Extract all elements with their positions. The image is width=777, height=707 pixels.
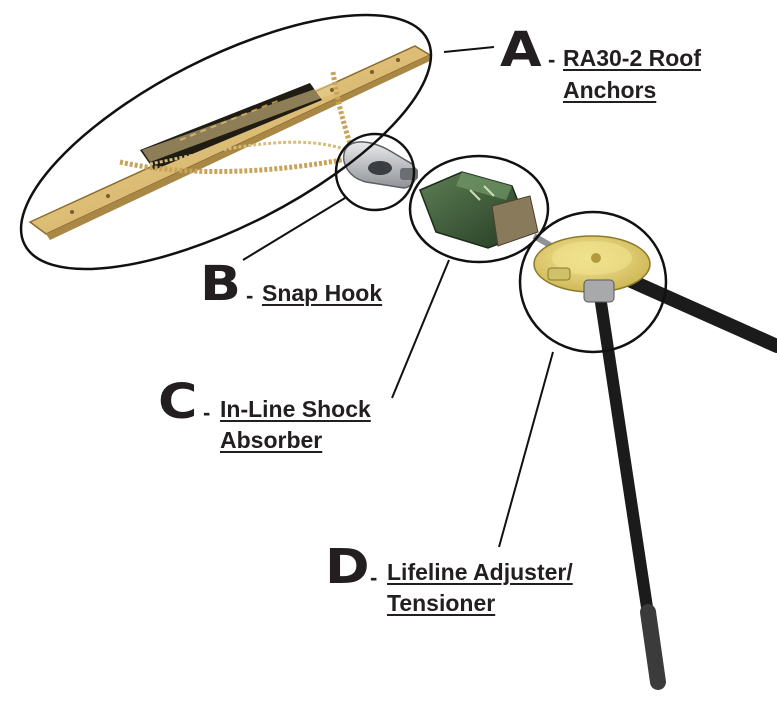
lifeline-right bbox=[613, 269, 777, 353]
leader-line-d bbox=[498, 351, 554, 548]
callout-sep-a: - bbox=[548, 47, 556, 72]
leader-line-b bbox=[242, 197, 346, 261]
leader-line-c bbox=[391, 259, 450, 399]
callout-label-c-line1: In-Line Shock bbox=[220, 396, 371, 422]
roof-anchor-strap bbox=[142, 82, 338, 162]
roof-anchor-plank bbox=[28, 45, 432, 235]
callout-label-c-line2: Absorber bbox=[220, 427, 323, 453]
callout-letter-d: D bbox=[325, 539, 370, 595]
callout-label-a-line1: RA30-2 Roof bbox=[563, 45, 702, 71]
highlight-circle-c bbox=[408, 154, 550, 264]
callout-letter-a: A bbox=[500, 22, 542, 78]
leader-line-a bbox=[443, 46, 495, 53]
callout-label-d-line2: Tensioner bbox=[387, 590, 496, 616]
callout-label-d-line1: Lifeline Adjuster/ bbox=[387, 559, 573, 585]
roof-anchor-rivets bbox=[70, 58, 400, 214]
lifeline-sleeve bbox=[640, 604, 666, 690]
anchor-rope-diagonal bbox=[149, 140, 353, 166]
shock-absorber bbox=[419, 171, 562, 255]
highlight-circle-d bbox=[518, 210, 668, 354]
roof-anchor-label-text-marks bbox=[179, 99, 281, 141]
anchor-rope-lower bbox=[119, 155, 353, 175]
highlight-ellipse-a bbox=[19, 13, 433, 271]
roof-anchor-assembly bbox=[28, 45, 432, 240]
highlight-circle-b bbox=[334, 132, 416, 212]
callout-label-b-line1: Snap Hook bbox=[262, 280, 383, 306]
callout-label-a-line2: Anchors bbox=[563, 77, 657, 103]
callout-sep-d: - bbox=[370, 565, 378, 590]
callout-sep-c: - bbox=[203, 400, 211, 425]
callout-sep-b: - bbox=[246, 283, 254, 308]
callout-letter-c: C bbox=[158, 374, 198, 430]
lifeline-tensioner bbox=[533, 235, 651, 303]
callout-letter-b: B bbox=[200, 256, 241, 312]
